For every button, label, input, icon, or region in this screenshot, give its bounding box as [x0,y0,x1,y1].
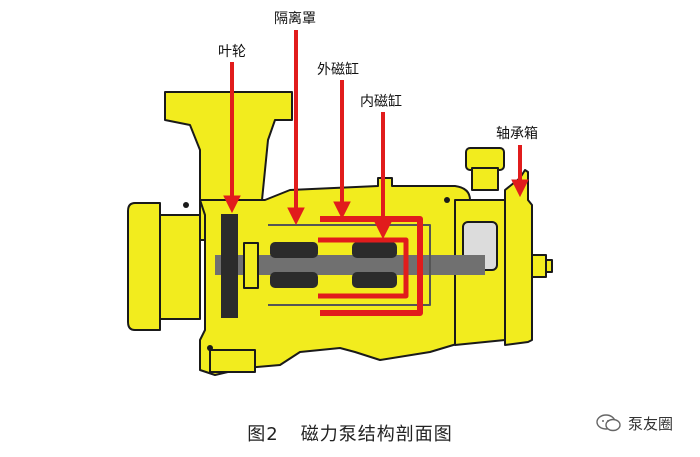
inner-magnet-cylinder [318,237,409,299]
inlet-flange [127,202,161,331]
impeller-disk [221,214,238,318]
label-bearing-box: 轴承箱 [496,126,538,142]
isolation-sleeve [268,224,431,306]
inner-magnet-block-right-lower [352,272,397,288]
figure-number: 图2 [247,424,279,445]
inlet-neck [159,214,201,320]
bearing-box-cap [465,147,505,171]
bearing-box-body [504,169,533,346]
bolt [207,345,213,351]
inner-magnet-block-left [270,242,318,258]
wechat-icon [596,414,621,432]
watermark-text: 泵友圈 [628,414,674,433]
drain-boss [209,349,256,373]
inner-magnet-arrow-head [374,221,392,240]
isolation-sleeve-arrow-head [287,207,305,226]
end-knob-small [545,259,553,273]
outer-magnet-cylinder [320,216,423,316]
end-knob [531,254,547,278]
impeller-arrow-head [223,195,241,214]
watermark: 泵友圈 [596,411,696,435]
label-impeller: 叶轮 [218,44,246,60]
bearing-box-arrow-head [511,179,529,198]
figure-caption: 图2 磁力泵结构剖面图 [0,420,700,446]
impeller-hub [243,242,259,289]
label-inner-magnet: 内磁缸 [360,94,402,110]
bearing-box-neck [471,167,499,191]
label-isolation-sleeve: 隔离罩 [274,11,316,27]
outer-magnet-arrow-head [333,201,351,220]
inner-magnet-block-left-lower [270,272,318,288]
figure-title: 磁力泵结构剖面图 [300,424,453,445]
bolt [183,202,189,208]
bolt [444,197,450,203]
label-outer-magnet: 外磁缸 [317,62,359,78]
inner-magnet-block-right [352,242,397,258]
